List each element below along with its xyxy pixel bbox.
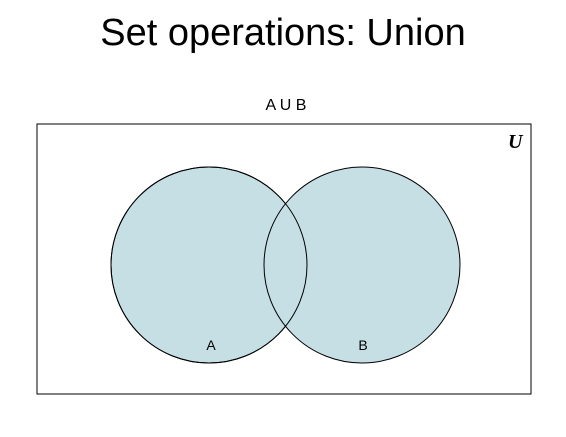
set-b-label: B	[358, 337, 367, 353]
diagram-caption: A U B	[266, 97, 307, 114]
set-a-label: A	[206, 337, 216, 353]
set-a-outline	[110, 166, 308, 364]
slide-title: Set operations: Union	[100, 12, 466, 54]
universe-label: U	[508, 131, 524, 153]
set-b-circle	[263, 166, 461, 364]
